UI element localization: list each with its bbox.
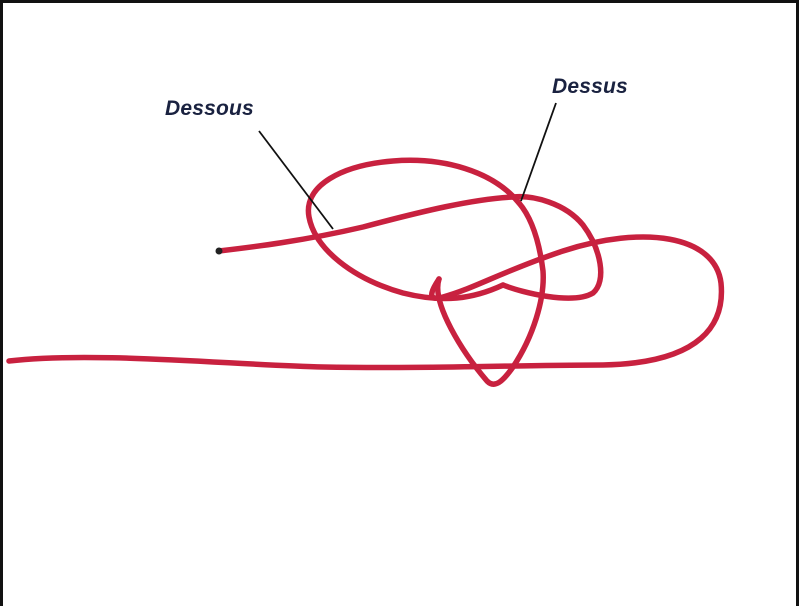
dessus-label: Dessus [552, 75, 628, 99]
cord-right-loop [503, 197, 601, 298]
cord-end-tip [216, 248, 223, 255]
dessus-leader-line [521, 103, 556, 201]
cord-standing-part [9, 237, 721, 368]
knot-illustration [3, 3, 799, 609]
dessous-leader-line [259, 131, 333, 229]
dessous-label: Dessous [165, 97, 254, 121]
cord-working-end [219, 197, 513, 251]
